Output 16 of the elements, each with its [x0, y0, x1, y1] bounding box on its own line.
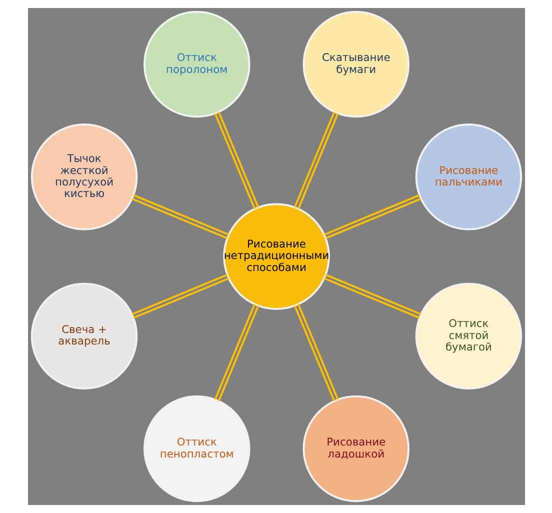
- node-circle: Рисование ладошкой: [302, 395, 409, 502]
- node-circle: Рисование пальчиками: [414, 124, 522, 230]
- node-circle: Оттиск пенопластом: [143, 395, 250, 502]
- node-circle: Скатывание бумаги: [302, 10, 409, 118]
- connector: [323, 274, 421, 319]
- connector: [214, 112, 259, 210]
- connector: [214, 304, 259, 402]
- node-circle: Тычок жесткой полусухой кистью: [30, 124, 138, 230]
- connector: [293, 112, 338, 210]
- node-circle: Оттиск поролоном: [143, 10, 250, 118]
- connector: [323, 194, 421, 240]
- connector: [131, 274, 229, 319]
- connector: [293, 304, 338, 402]
- node-circle: Оттиск смятой бумагой: [414, 282, 522, 390]
- node-circle: Свеча + акварель: [30, 282, 138, 390]
- connector: [131, 194, 229, 240]
